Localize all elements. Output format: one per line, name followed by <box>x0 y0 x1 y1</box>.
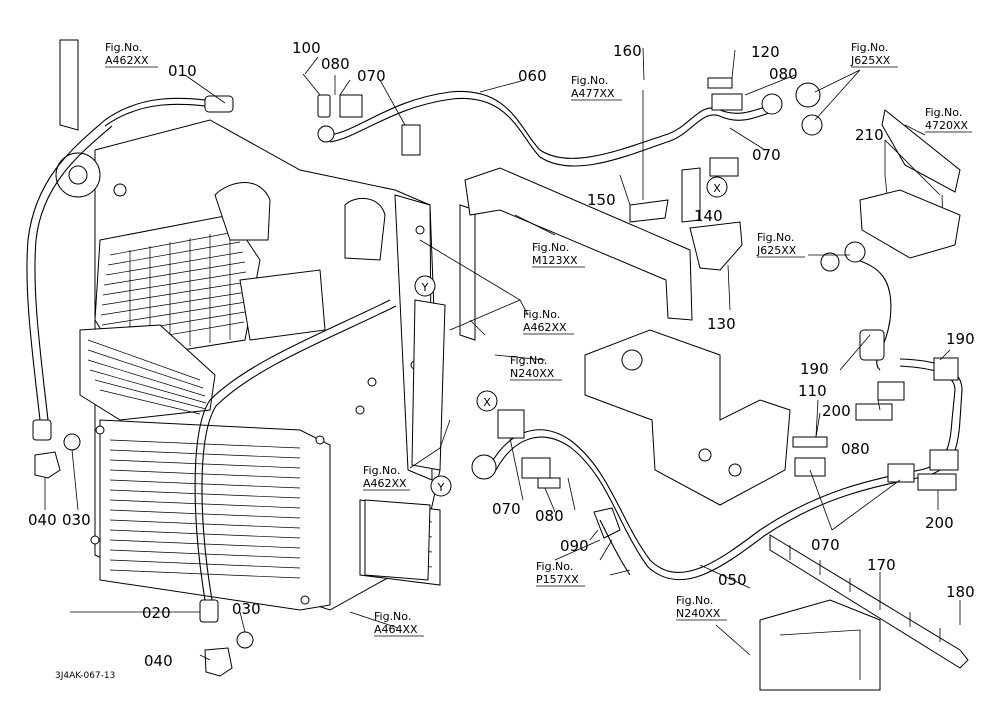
frame-bracket-m123 <box>464 167 693 321</box>
part-label: 150 <box>587 191 616 209</box>
fig-ref-label: Fig.No. <box>374 610 411 623</box>
leader-lines <box>44 56 961 661</box>
fig-ref-n240-bottom: Fig.No.N240XX <box>676 594 727 621</box>
fig-ref-number: A462XX <box>363 477 407 490</box>
fig-ref-a477: Fig.No.A477XX <box>571 74 622 101</box>
part-label: 160 <box>613 42 642 60</box>
fig-ref-number: N240XX <box>510 367 555 380</box>
fig-ref-number: 4720XX <box>925 119 969 132</box>
part-label: 130 <box>707 315 736 333</box>
fig-ref-label: Fig.No. <box>532 241 569 254</box>
radiator-grille <box>100 230 248 355</box>
part-label: 120 <box>751 43 780 61</box>
part-label: 080 <box>841 440 870 458</box>
part-label: 010 <box>168 62 197 80</box>
part-label: 090 <box>560 537 589 555</box>
part-label: 100 <box>292 39 321 57</box>
fittings <box>34 47 959 677</box>
part-label: 080 <box>321 55 350 73</box>
fig-ref-label: Fig.No. <box>676 594 713 607</box>
part-label: 180 <box>946 583 975 601</box>
part-label: 040 <box>28 511 57 529</box>
fig-ref-a462-lower: Fig.No.A462XX <box>363 464 410 491</box>
marker-x-bottom: X <box>476 390 498 412</box>
part-label: 200 <box>925 514 954 532</box>
fig-ref-number: J625XX <box>850 54 891 67</box>
part-label: 110 <box>798 382 827 400</box>
part-label: 210 <box>855 126 884 144</box>
fig-ref-label: Fig.No. <box>571 74 608 87</box>
part-label: 200 <box>822 402 851 420</box>
part-label: 140 <box>694 207 723 225</box>
fig-ref-number: A464XX <box>374 623 418 636</box>
fig-ref-a464: Fig.No.A464XX <box>374 610 424 637</box>
part-label: 070 <box>752 146 781 164</box>
frame-lower-right <box>759 599 881 691</box>
mount-n240 <box>584 329 791 506</box>
part-label: 190 <box>946 330 975 348</box>
drawing-code: 3J4AK-067-13 <box>55 671 115 681</box>
part-label: 060 <box>518 67 547 85</box>
fig-ref-label: Fig.No. <box>851 41 888 54</box>
fig-ref-label: Fig.No. <box>105 41 142 54</box>
hose-020 <box>194 299 397 623</box>
fig-ref-number: P157XX <box>536 573 579 586</box>
part-label: 030 <box>62 511 91 529</box>
part-label: 050 <box>718 571 747 589</box>
fig-ref-label: Fig.No. <box>510 354 547 367</box>
fig-ref-label: Fig.No. <box>523 308 560 321</box>
fig-ref-a462-mid: Fig.No.A462XX <box>523 308 574 335</box>
part-label: 070 <box>357 67 386 85</box>
fig-ref-number: M123XX <box>532 254 578 267</box>
part-label: 070 <box>811 536 840 554</box>
fig-ref-number: A462XX <box>105 54 149 67</box>
radiator-assembly <box>55 39 441 611</box>
fig-ref-label: Fig.No. <box>925 106 962 119</box>
part-label: 080 <box>769 65 798 83</box>
marker-y-bottom: Y <box>430 475 452 497</box>
fig-ref-j625-mid: Fig.No.J625XX <box>756 231 805 258</box>
fig-ref-label: Fig.No. <box>363 464 400 477</box>
part-label: 030 <box>232 600 261 618</box>
fig-references: Fig.No.A462XX Fig.No.A477XX Fig.No.J625X… <box>105 41 972 637</box>
fig-ref-number: A462XX <box>523 321 567 334</box>
part-label: 040 <box>144 652 173 670</box>
fig-ref-n240-mid: Fig.No.N240XX <box>510 354 562 381</box>
fig-ref-number: A477XX <box>571 87 615 100</box>
bracket-4720 <box>859 109 961 259</box>
connection-markers: X X Y Y <box>414 176 728 497</box>
part-label: 190 <box>800 360 829 378</box>
fig-ref-label: Fig.No. <box>536 560 573 573</box>
fig-ref-j625-top: Fig.No.J625XX <box>850 41 898 68</box>
marker-label: X <box>483 396 491 409</box>
mounting-plates <box>364 204 476 581</box>
part-label: 070 <box>492 500 521 518</box>
pipe-010 <box>104 95 234 127</box>
marker-label: Y <box>437 481 445 494</box>
fig-ref-number: N240XX <box>676 607 721 620</box>
fig-ref-label: Fig.No. <box>757 231 794 244</box>
part-label: 020 <box>142 604 171 622</box>
fig-ref-number: J625XX <box>756 244 797 257</box>
strip-170 <box>769 534 969 669</box>
marker-label: Y <box>421 281 429 294</box>
marker-x-top: X <box>706 176 728 198</box>
fig-ref-p157: Fig.No.P157XX <box>536 560 585 587</box>
fig-ref-a462-top: Fig.No.A462XX <box>105 41 158 68</box>
marker-y-top: Y <box>414 275 436 297</box>
marker-label: X <box>713 182 721 195</box>
part-number-labels: 010 020 030 030 040 040 050 060 070 070 … <box>28 39 975 670</box>
hose-left-long <box>26 119 113 441</box>
fig-ref-4720: Fig.No.4720XX <box>925 106 972 133</box>
part-label: 170 <box>867 556 896 574</box>
pipe-050 <box>489 358 963 581</box>
part-label: 080 <box>535 507 564 525</box>
fig-ref-m123: Fig.No.M123XX <box>532 241 585 268</box>
